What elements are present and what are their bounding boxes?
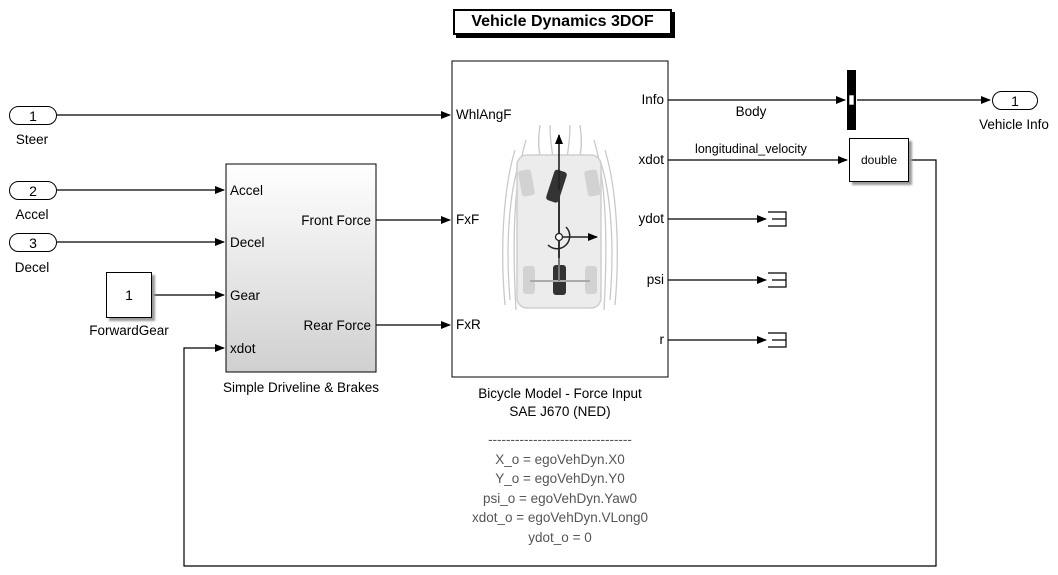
driveline-output-front-force: Front Force bbox=[301, 213, 371, 228]
signal-label-body[interactable]: Body bbox=[735, 104, 767, 119]
inport-steer[interactable]: 1 bbox=[9, 106, 57, 125]
bicycle-parameters: -------------------------------- X_o = e… bbox=[472, 430, 648, 547]
signal-label-longitudinal-velocity[interactable]: longitudinal_velocity bbox=[695, 142, 807, 156]
bicycle-input-whlangf: WhlAngF bbox=[456, 107, 512, 122]
wire-feedback[interactable] bbox=[183, 159, 937, 567]
param-line: psi_o = egoVehDyn.Yaw0 bbox=[483, 490, 637, 506]
param-line: xdot_o = egoVehDyn.VLong0 bbox=[471, 510, 649, 525]
bicycle-output-info: Info bbox=[641, 92, 664, 107]
bicycle-input-fxr: FxR bbox=[456, 317, 481, 332]
bicycle-block-label-line2: SAE J670 (NED) bbox=[509, 404, 611, 419]
outport-vehicle-info[interactable]: 1 bbox=[992, 91, 1038, 110]
bicycle-output-r: r bbox=[659, 332, 665, 347]
driveline-input-decel: Decel bbox=[230, 235, 265, 250]
inport-accel-label: Accel bbox=[15, 207, 49, 222]
bicycle-output-psi: psi bbox=[646, 272, 664, 287]
bicycle-block-label-line1: Bicycle Model - Force Input bbox=[478, 386, 642, 401]
terminator-r[interactable] bbox=[768, 332, 787, 348]
driveline-block-label: Simple Driveline & Brakes bbox=[222, 380, 380, 395]
driveline-block-body[interactable] bbox=[225, 163, 377, 373]
terminator-psi[interactable] bbox=[768, 272, 787, 288]
inport-decel[interactable]: 3 bbox=[9, 233, 57, 252]
driveline-input-gear: Gear bbox=[230, 288, 261, 303]
param-line: X_o = egoVehDyn.X0 bbox=[495, 451, 625, 467]
diagram-title: Vehicle Dynamics 3DOF bbox=[453, 9, 672, 35]
inport-decel-label: Decel bbox=[14, 260, 50, 275]
terminator-ydot[interactable] bbox=[768, 211, 787, 227]
convert-block[interactable]: double bbox=[849, 138, 909, 182]
outport-vehicle-info-label: Vehicle Info bbox=[979, 117, 1049, 132]
inport-accel[interactable]: 2 bbox=[9, 181, 57, 200]
driveline-input-xdot: xdot bbox=[230, 341, 256, 356]
param-separator: -------------------------------- bbox=[488, 432, 632, 447]
vehicle-icon bbox=[502, 124, 618, 311]
driveline-input-accel: Accel bbox=[230, 183, 264, 198]
bicycle-input-fxf: FxF bbox=[456, 212, 480, 227]
bicycle-output-xdot: xdot bbox=[638, 152, 664, 167]
param-line: Y_o = egoVehDyn.Y0 bbox=[495, 471, 625, 486]
constant-block[interactable]: 1 bbox=[106, 272, 152, 318]
bicycle-output-ydot: ydot bbox=[638, 211, 664, 226]
constant-block-label: ForwardGear bbox=[89, 323, 169, 338]
param-line: ydot_o = 0 bbox=[528, 529, 592, 545]
inport-steer-label: Steer bbox=[15, 132, 49, 147]
driveline-output-rear-force: Rear Force bbox=[303, 318, 371, 333]
